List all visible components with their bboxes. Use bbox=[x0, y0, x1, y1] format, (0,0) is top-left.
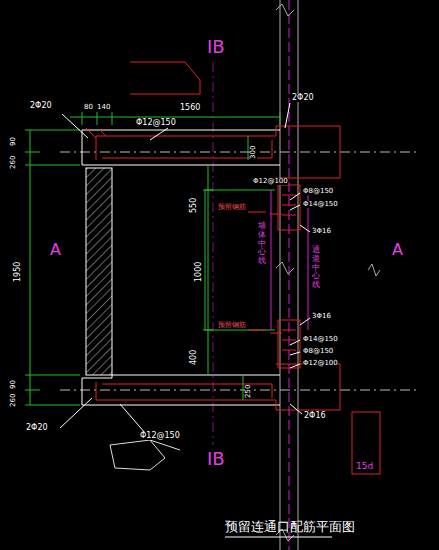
rebar-dimension-label: 预留钢筋 bbox=[218, 322, 246, 329]
drawing-title: 预留连通口配筋平面图 bbox=[225, 520, 355, 533]
rebar-dimension-label: 1560 bbox=[180, 104, 200, 112]
rebar-dimension-label: 260 bbox=[10, 394, 17, 407]
rebar-dimension-label: 90 bbox=[10, 137, 17, 146]
rebar-dimension-label: 2Φ20 bbox=[26, 424, 48, 432]
centerline-label: 通道中心线 bbox=[312, 246, 320, 290]
rebar-dimension-label: 2Φ20 bbox=[30, 102, 52, 110]
rebar-dimension-label: 2Φ20 bbox=[292, 94, 314, 102]
rebar-dimension-label: 15d bbox=[356, 462, 373, 471]
rebar-dimension-label: Φ14@150 bbox=[303, 201, 338, 208]
rebar-dimension-label: A bbox=[392, 242, 403, 258]
rebar-dimension-label: 300 bbox=[250, 146, 257, 159]
rebar-dimension-label: 预留钢筋 bbox=[218, 204, 246, 211]
rebar-dimension-label: 260 bbox=[10, 156, 17, 169]
rebar-dimension-label: 550 bbox=[190, 198, 198, 213]
rebar-dimension-label: 3Φ16 bbox=[312, 313, 331, 320]
rebar-dimension-label: Φ12@150 bbox=[136, 119, 176, 127]
rebar-dimension-label: Φ14@150 bbox=[303, 336, 338, 343]
rebar-dimension-label: Φ8@150 bbox=[303, 188, 333, 195]
rebar-dimension-label: 1000 bbox=[195, 262, 203, 282]
rebar-dimension-label: 80 bbox=[84, 104, 93, 111]
rebar-dimension-label: 90 bbox=[10, 380, 17, 389]
rebar-dimension-label: IB bbox=[207, 450, 225, 468]
rebar-dimension-label: IB bbox=[207, 38, 225, 56]
rebar-dimension-label: 2Φ16 bbox=[304, 412, 326, 420]
rebar-dimension-label: 250 bbox=[245, 385, 252, 398]
rebar-dimension-label: 1950 bbox=[14, 262, 22, 282]
rebar-dimension-label: 140 bbox=[97, 104, 110, 111]
rebar-dimension-label: Φ8@150 bbox=[303, 348, 333, 355]
rebar-dimension-label: Φ12@150 bbox=[140, 432, 180, 440]
rebar-dimension-label: A bbox=[50, 242, 61, 258]
rebar-dimension-label: Φ12@100 bbox=[253, 178, 288, 185]
rebar-dimension-label: Φ12@100 bbox=[303, 360, 338, 367]
centerline-label: 墙体中心线 bbox=[258, 222, 266, 266]
rebar-dimension-label: 3Φ16 bbox=[312, 228, 331, 235]
rebar-dimension-label: 400 bbox=[190, 350, 198, 365]
